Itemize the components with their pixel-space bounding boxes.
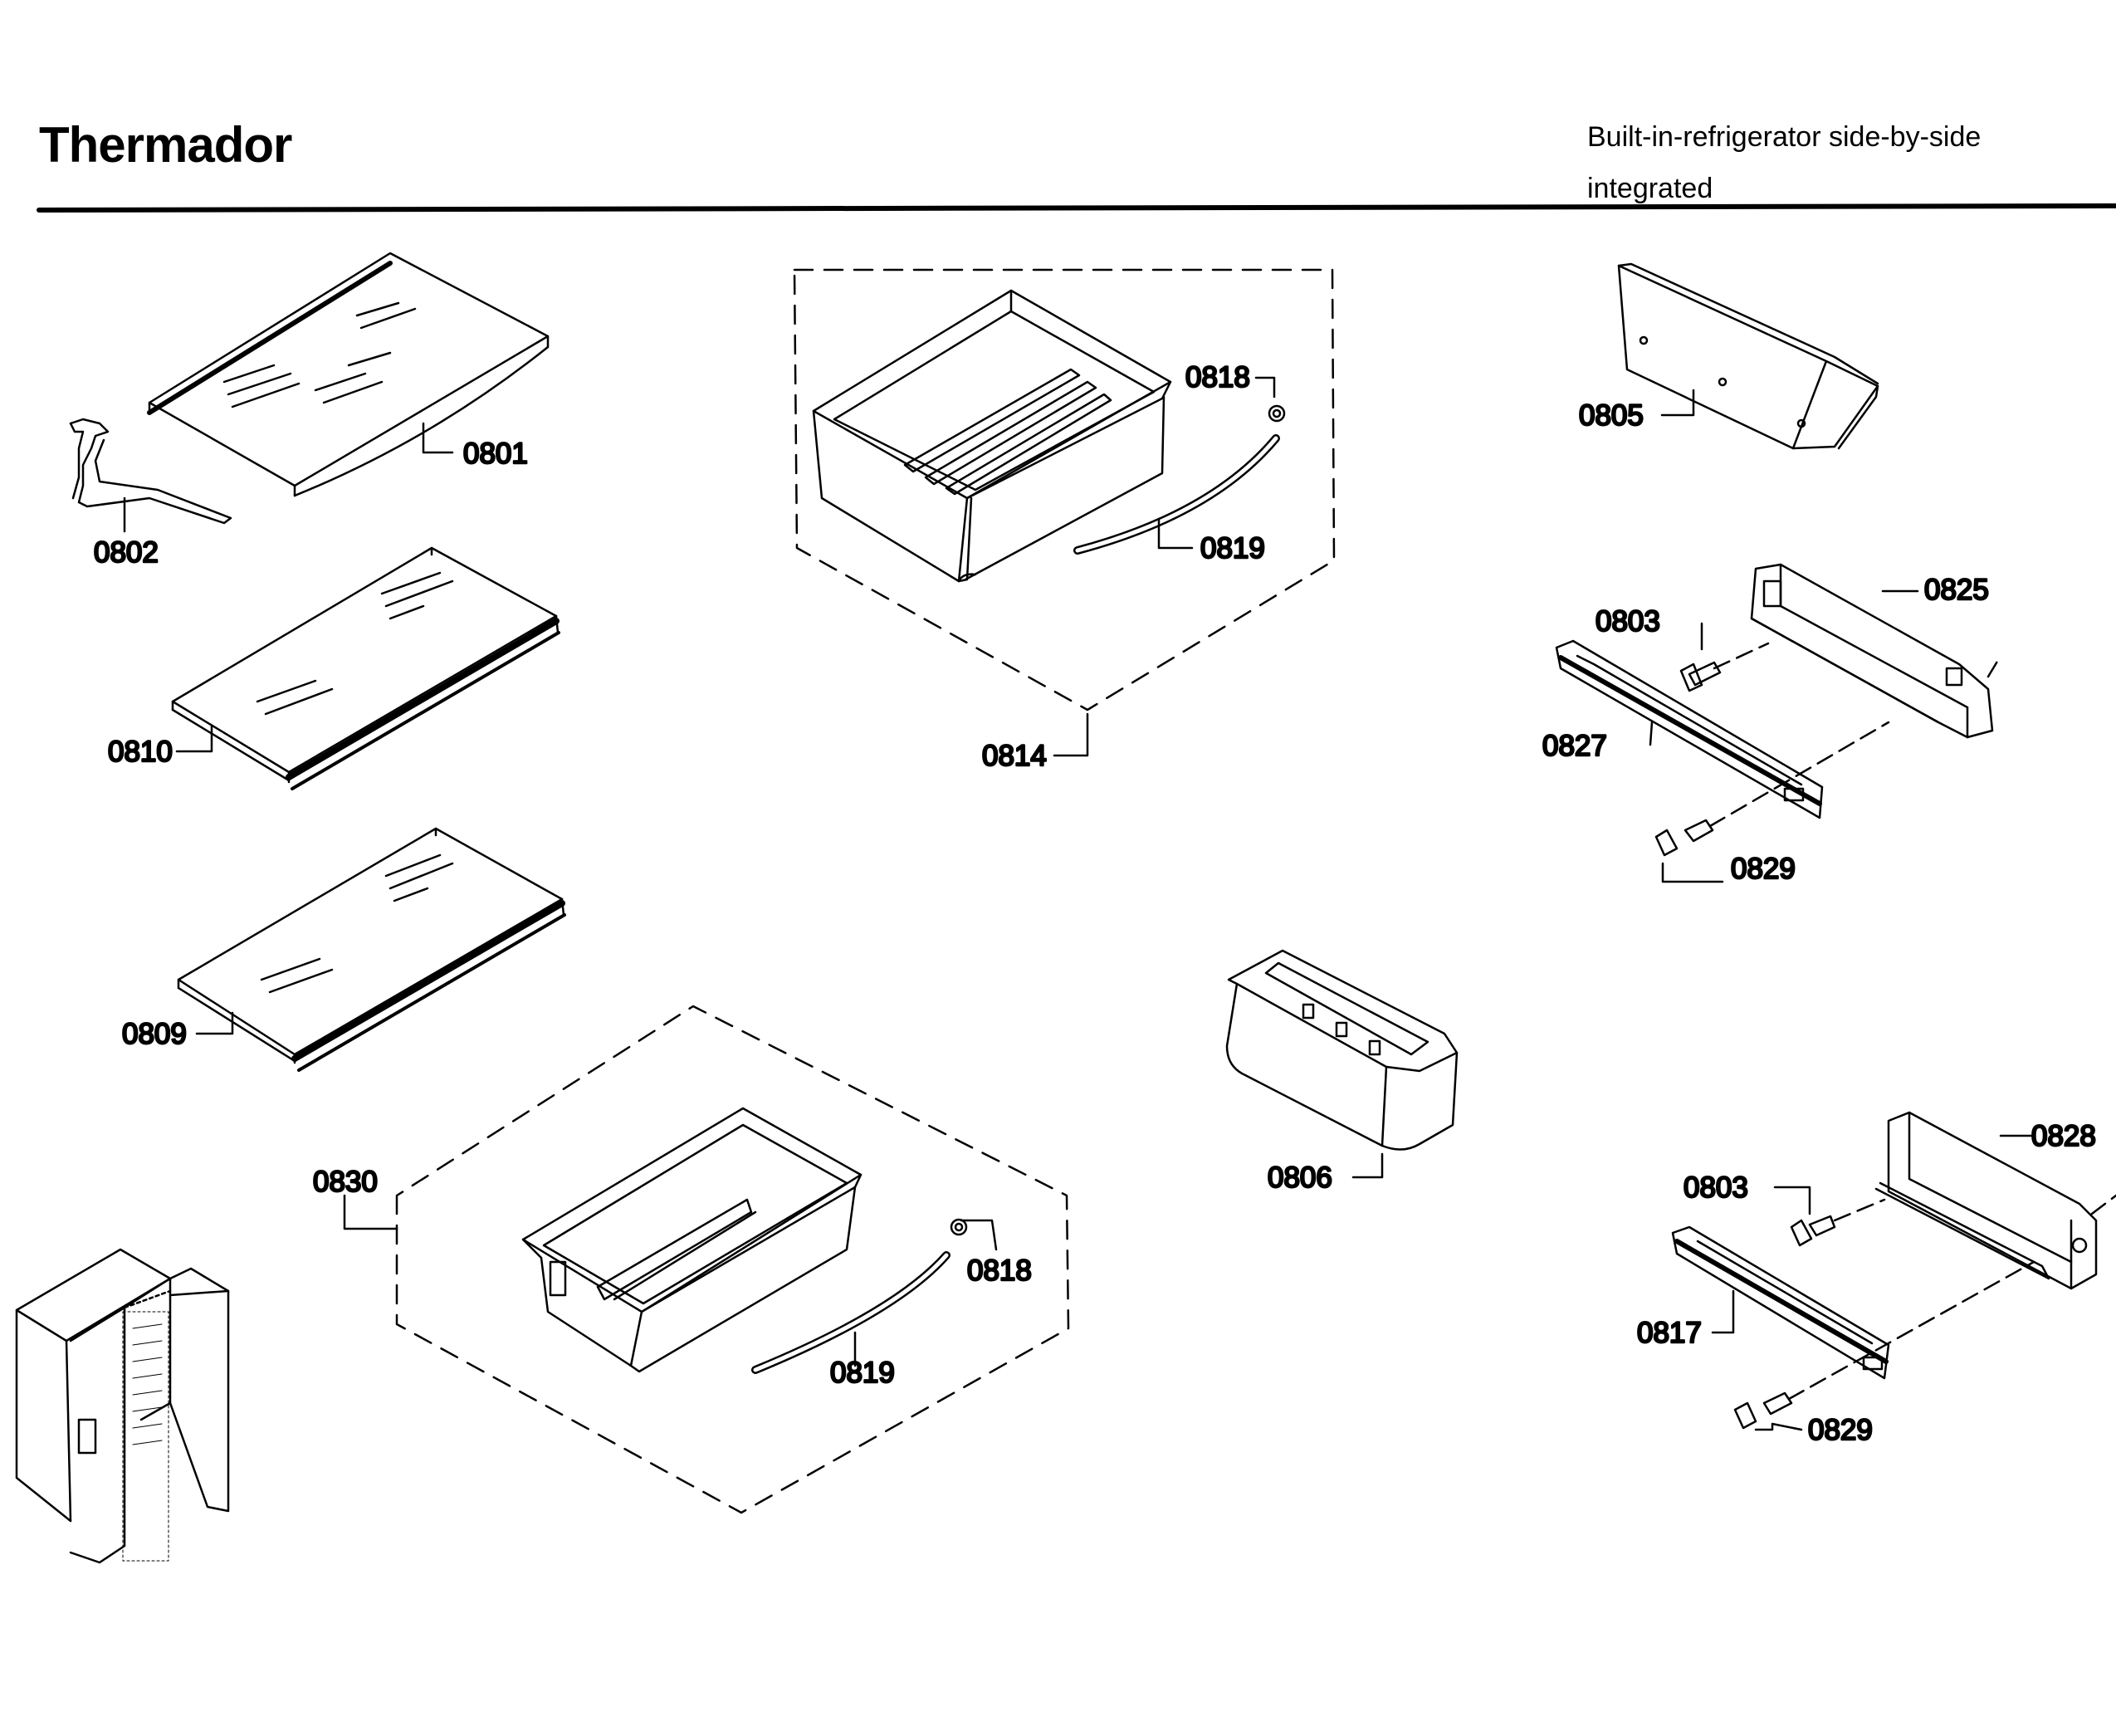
part-label-0828: 0828 [2031,1120,2096,1152]
brand-title: Thermador [39,117,292,173]
guide-line-0825-b [1708,721,1890,828]
part-label-0819-bottom: 0819 [830,1357,895,1389]
part-label-0814: 0814 [982,740,1047,772]
guide-line-0825-a [1713,642,1770,670]
part-label-0829-top: 0829 [1731,853,1796,885]
drawer-stopper-0818-top [1268,404,1286,423]
guide-line-0825-c [1986,654,2002,678]
crisper-drawer-0814 [812,289,1172,583]
part-label-0810: 0810 [108,736,173,768]
telescopic-rail-0827 [1555,639,1824,819]
part-label-0818-top: 0818 [1185,361,1250,394]
drawer-support-0825 [1750,563,1994,739]
glass-shelf-0809 [177,827,566,1072]
header-rule [37,203,2116,213]
part-label-0809: 0809 [122,1018,187,1050]
part-label-0805: 0805 [1579,399,1644,432]
part-label-0829-bottom: 0829 [1808,1414,1873,1446]
screw-0803-bottom [1790,1215,1836,1247]
part-label-0803-top: 0803 [1596,605,1660,638]
shelf-bracket-0802 [69,418,232,525]
drawer-support-0828 [1874,1111,2098,1290]
model-description-line-2: integrated [1587,173,1713,204]
glass-shelf-0810 [171,546,560,790]
storage-bin-0806 [1225,949,1459,1151]
drawer-rail-0819-top [1073,434,1280,555]
screw-0829-top [1654,819,1714,857]
model-description-line-1: Built-in-refrigerator side-by-side [1587,121,1982,153]
refrigerator-overview-thumbnail [15,1248,230,1564]
part-label-0801: 0801 [463,438,528,470]
guide-line-0828-c [2090,1194,2116,1215]
part-label-0803-bottom: 0803 [1684,1171,1748,1204]
leader-lines [123,376,2034,1431]
part-label-0819-top: 0819 [1200,532,1265,565]
assembly-outline-0814 [793,268,1336,712]
guide-line-0828-a [1833,1198,1886,1222]
part-label-0802: 0802 [94,536,159,569]
part-label-0825: 0825 [1924,574,1989,606]
part-label-0830: 0830 [313,1166,378,1198]
drawer-rail-0819-bottom [751,1251,950,1374]
telescopic-rail-0817 [1671,1225,1890,1380]
assembly-outline-0830 [395,1005,1070,1514]
cover-strip-0805 [1617,262,1879,450]
part-label-0818-bottom: 0818 [967,1254,1032,1287]
model-description: Built-in-refrigerator side-by-side integ… [1587,111,1981,214]
part-label-0806: 0806 [1268,1161,1332,1194]
guide-line-0828-b [1787,1260,2035,1401]
screw-0829-bottom [1733,1391,1793,1430]
crisper-drawer-0830 [521,1107,863,1373]
part-label-0827: 0827 [1542,730,1607,762]
glass-shelf-0801 [147,252,550,497]
part-label-0817: 0817 [1637,1317,1702,1349]
screw-0803-top [1679,661,1722,692]
drawer-stopper-0818-bottom [950,1218,968,1236]
